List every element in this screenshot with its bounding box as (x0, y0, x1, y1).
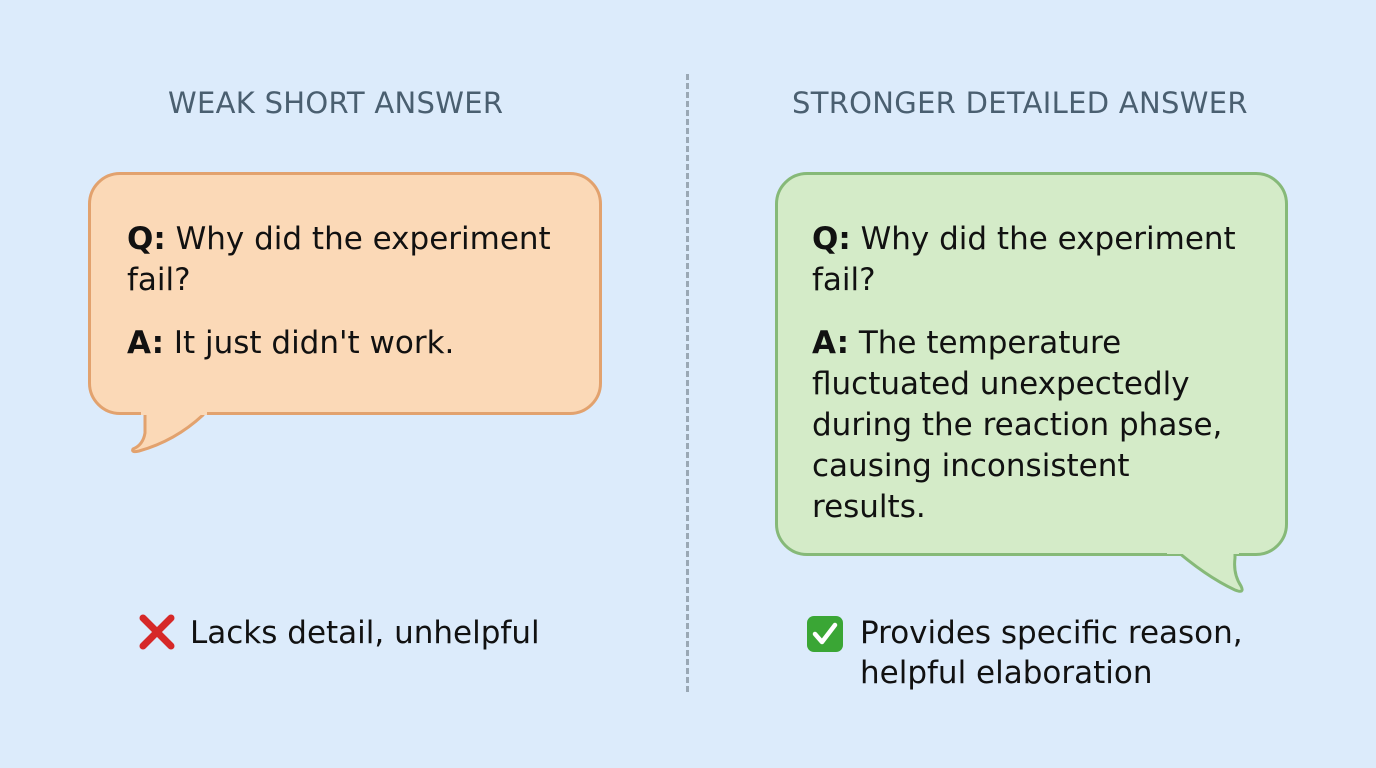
strong-verdict: Provides specific reason, helpful elabor… (806, 613, 1243, 693)
strong-bubble-tail (1167, 546, 1244, 593)
dashed-divider (686, 74, 689, 692)
weak-answer: A: It just didn't work. (127, 325, 455, 361)
strong-answer-heading: STRONGER DETAILED ANSWER (792, 86, 1248, 120)
weak-question: Q: Why did the experiment fail? (127, 221, 551, 298)
strong-answer-bubble: Q: Why did the experiment fail? A: The t… (775, 172, 1288, 556)
weak-verdict: Lacks detail, unhelpful (138, 613, 540, 653)
cross-mark-icon (139, 614, 175, 649)
weak-answer-heading: WEAK SHORT ANSWER (168, 86, 504, 120)
weak-answer-bubble: Q: Why did the experiment fail? A: It ju… (88, 172, 602, 415)
strong-answer: A: The temperature fluctuated unexpected… (812, 325, 1223, 525)
weak-bubble-tail (131, 405, 207, 454)
check-mark-button-icon (807, 616, 843, 652)
strong-question: Q: Why did the experiment fail? (812, 221, 1236, 298)
